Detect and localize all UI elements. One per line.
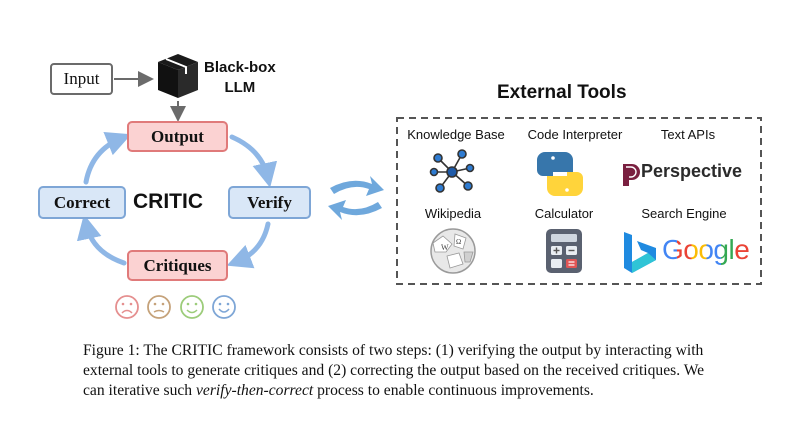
code-interpreter-label: Code Interpreter [527,127,623,142]
knowledge-base-label: Knowledge Base [407,127,505,142]
external-tools-frame [396,117,762,285]
perspective-icon [623,164,640,186]
smile-face-icon [180,295,204,319]
exchange-arrows-icon [328,176,384,220]
perspective-logo-text: Perspective [641,161,743,181]
svg-text:W: W [441,243,449,252]
cycle-arrows [76,131,278,269]
critic-label: CRITIC [133,190,203,213]
bing-icon [624,232,656,273]
correct-box: Correct [38,186,126,219]
caption-emphasis: verify-then-correct [196,382,314,399]
frown-face-icon [147,295,171,319]
black-box-llm-label: Black-box LLM [204,58,276,98]
critiques-box: Critiques [127,250,228,281]
black-box-cube-icon [158,54,198,98]
calculator-icon [546,229,582,273]
input-box: Input [50,63,113,95]
google-logo-text: Google [662,234,750,266]
text-apis-label: Text APIs [660,127,716,142]
happy-face-icon [212,295,236,319]
wikipedia-globe-icon: W Ω [430,228,476,274]
caption-suffix: process to enable continuous improvement… [313,382,594,399]
wikipedia-label: Wikipedia [424,206,482,221]
google-logo-word: Google [662,234,750,265]
black-box-label: Black-box [204,59,276,76]
python-icon [537,152,583,196]
knowledge-graph-icon [429,149,475,193]
caption-text: Figure 1: The CRITIC framework consists … [83,342,705,399]
output-box: Output [127,121,228,152]
svg-text:Ω: Ω [456,238,461,246]
sad-face-icon [115,295,139,319]
calculator-label: Calculator [534,206,594,221]
llm-label: LLM [224,79,256,96]
search-engine-label: Search Engine [641,206,727,221]
external-tools-title: External Tools [497,82,627,103]
figure-caption: Figure 1: The CRITIC framework consists … [83,341,723,401]
verify-box: Verify [228,186,311,219]
